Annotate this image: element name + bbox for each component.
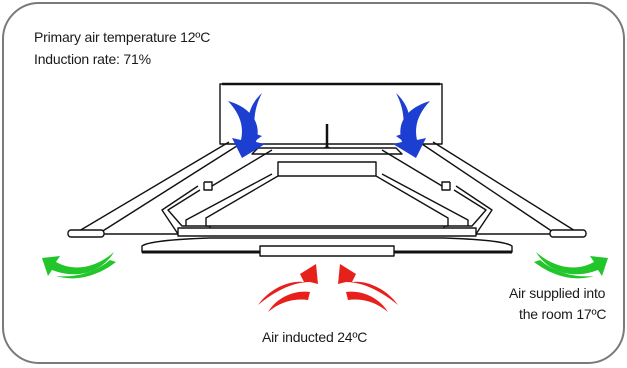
supplied-air-arrows — [42, 252, 608, 279]
primary-air-arrows — [228, 93, 430, 158]
primary-air-arrow-left-back — [242, 93, 262, 146]
induction-rate-label: Induction rate: 71% — [34, 51, 151, 67]
supplied-air-label-line1: Air supplied into — [509, 285, 606, 301]
inducted-air-label: Air inducted 24ºC — [262, 329, 368, 345]
primary-air-arrow-right-back — [396, 93, 416, 146]
left-support-line — [73, 141, 230, 235]
inducted-air-arrow-right — [338, 264, 398, 305]
supplied-air-arrow-left — [42, 252, 114, 276]
primary-air-temperature-label: Primary air temperature 12ºC — [34, 29, 211, 45]
supplied-air-arrow-right — [536, 252, 608, 276]
inducted-air-arrow-left — [258, 264, 318, 305]
supplied-air-label-line2: the room 17ºC — [519, 306, 607, 322]
right-support-line — [432, 141, 581, 235]
inducted-air-arrows — [258, 264, 398, 312]
